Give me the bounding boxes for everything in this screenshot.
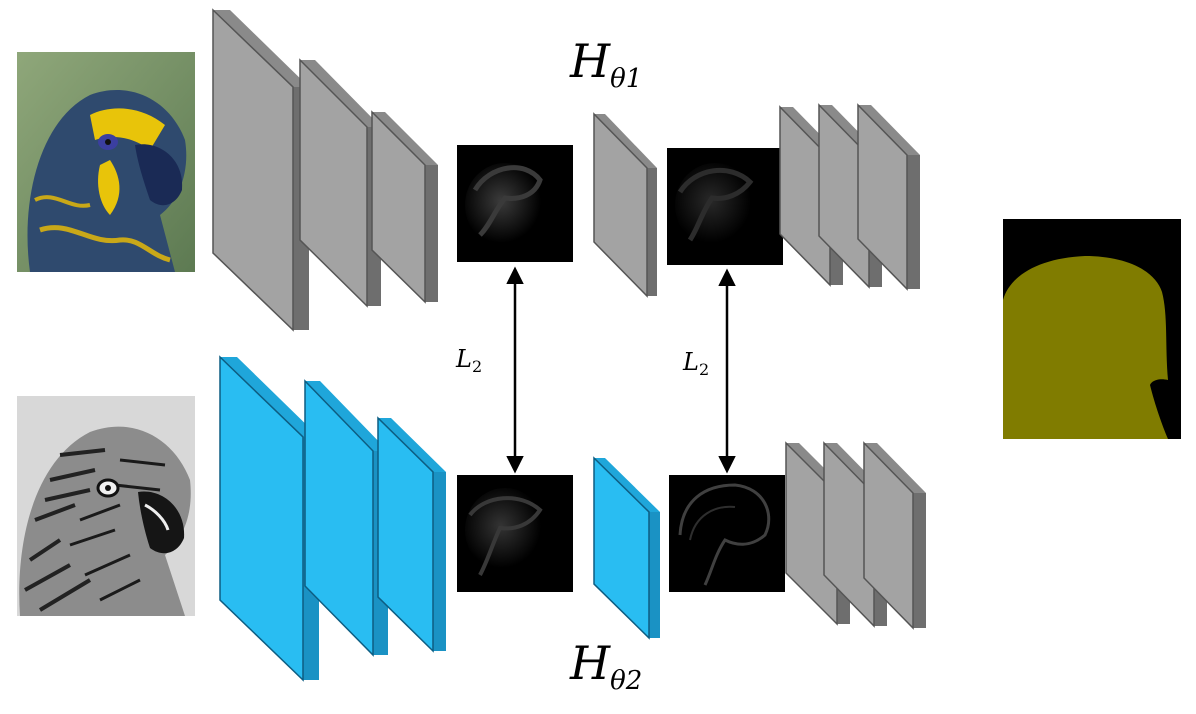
h-theta-1-label: Hθ1 <box>570 34 643 94</box>
decoder-bottom <box>785 441 926 630</box>
grayscale-parrot-image <box>17 396 195 616</box>
decoder-top <box>779 103 920 291</box>
segmentation-mask <box>1003 219 1181 439</box>
encoder-bottom <box>219 355 446 682</box>
conv-layer <box>299 58 381 308</box>
color-parrot-image <box>17 52 195 272</box>
encoder-top <box>212 8 438 332</box>
conv-layer <box>863 441 926 630</box>
feature-map-top-2 <box>667 148 783 265</box>
conv-layer <box>857 103 920 291</box>
bottleneck-layer-top <box>593 112 657 298</box>
l2-label-left: L2 <box>456 345 483 376</box>
conv-layer <box>219 355 319 682</box>
feature-map-bottom-2 <box>669 475 785 592</box>
conv-layer <box>377 416 446 653</box>
h-theta-2-label: Hθ2 <box>570 636 643 696</box>
conv-layer <box>371 110 438 304</box>
conv-layer <box>212 8 309 332</box>
feature-map-top-1 <box>457 145 573 262</box>
feature-map-bottom-1 <box>457 475 573 592</box>
bottleneck-layer-bottom <box>593 456 660 640</box>
l2-label-right: L2 <box>683 348 710 379</box>
